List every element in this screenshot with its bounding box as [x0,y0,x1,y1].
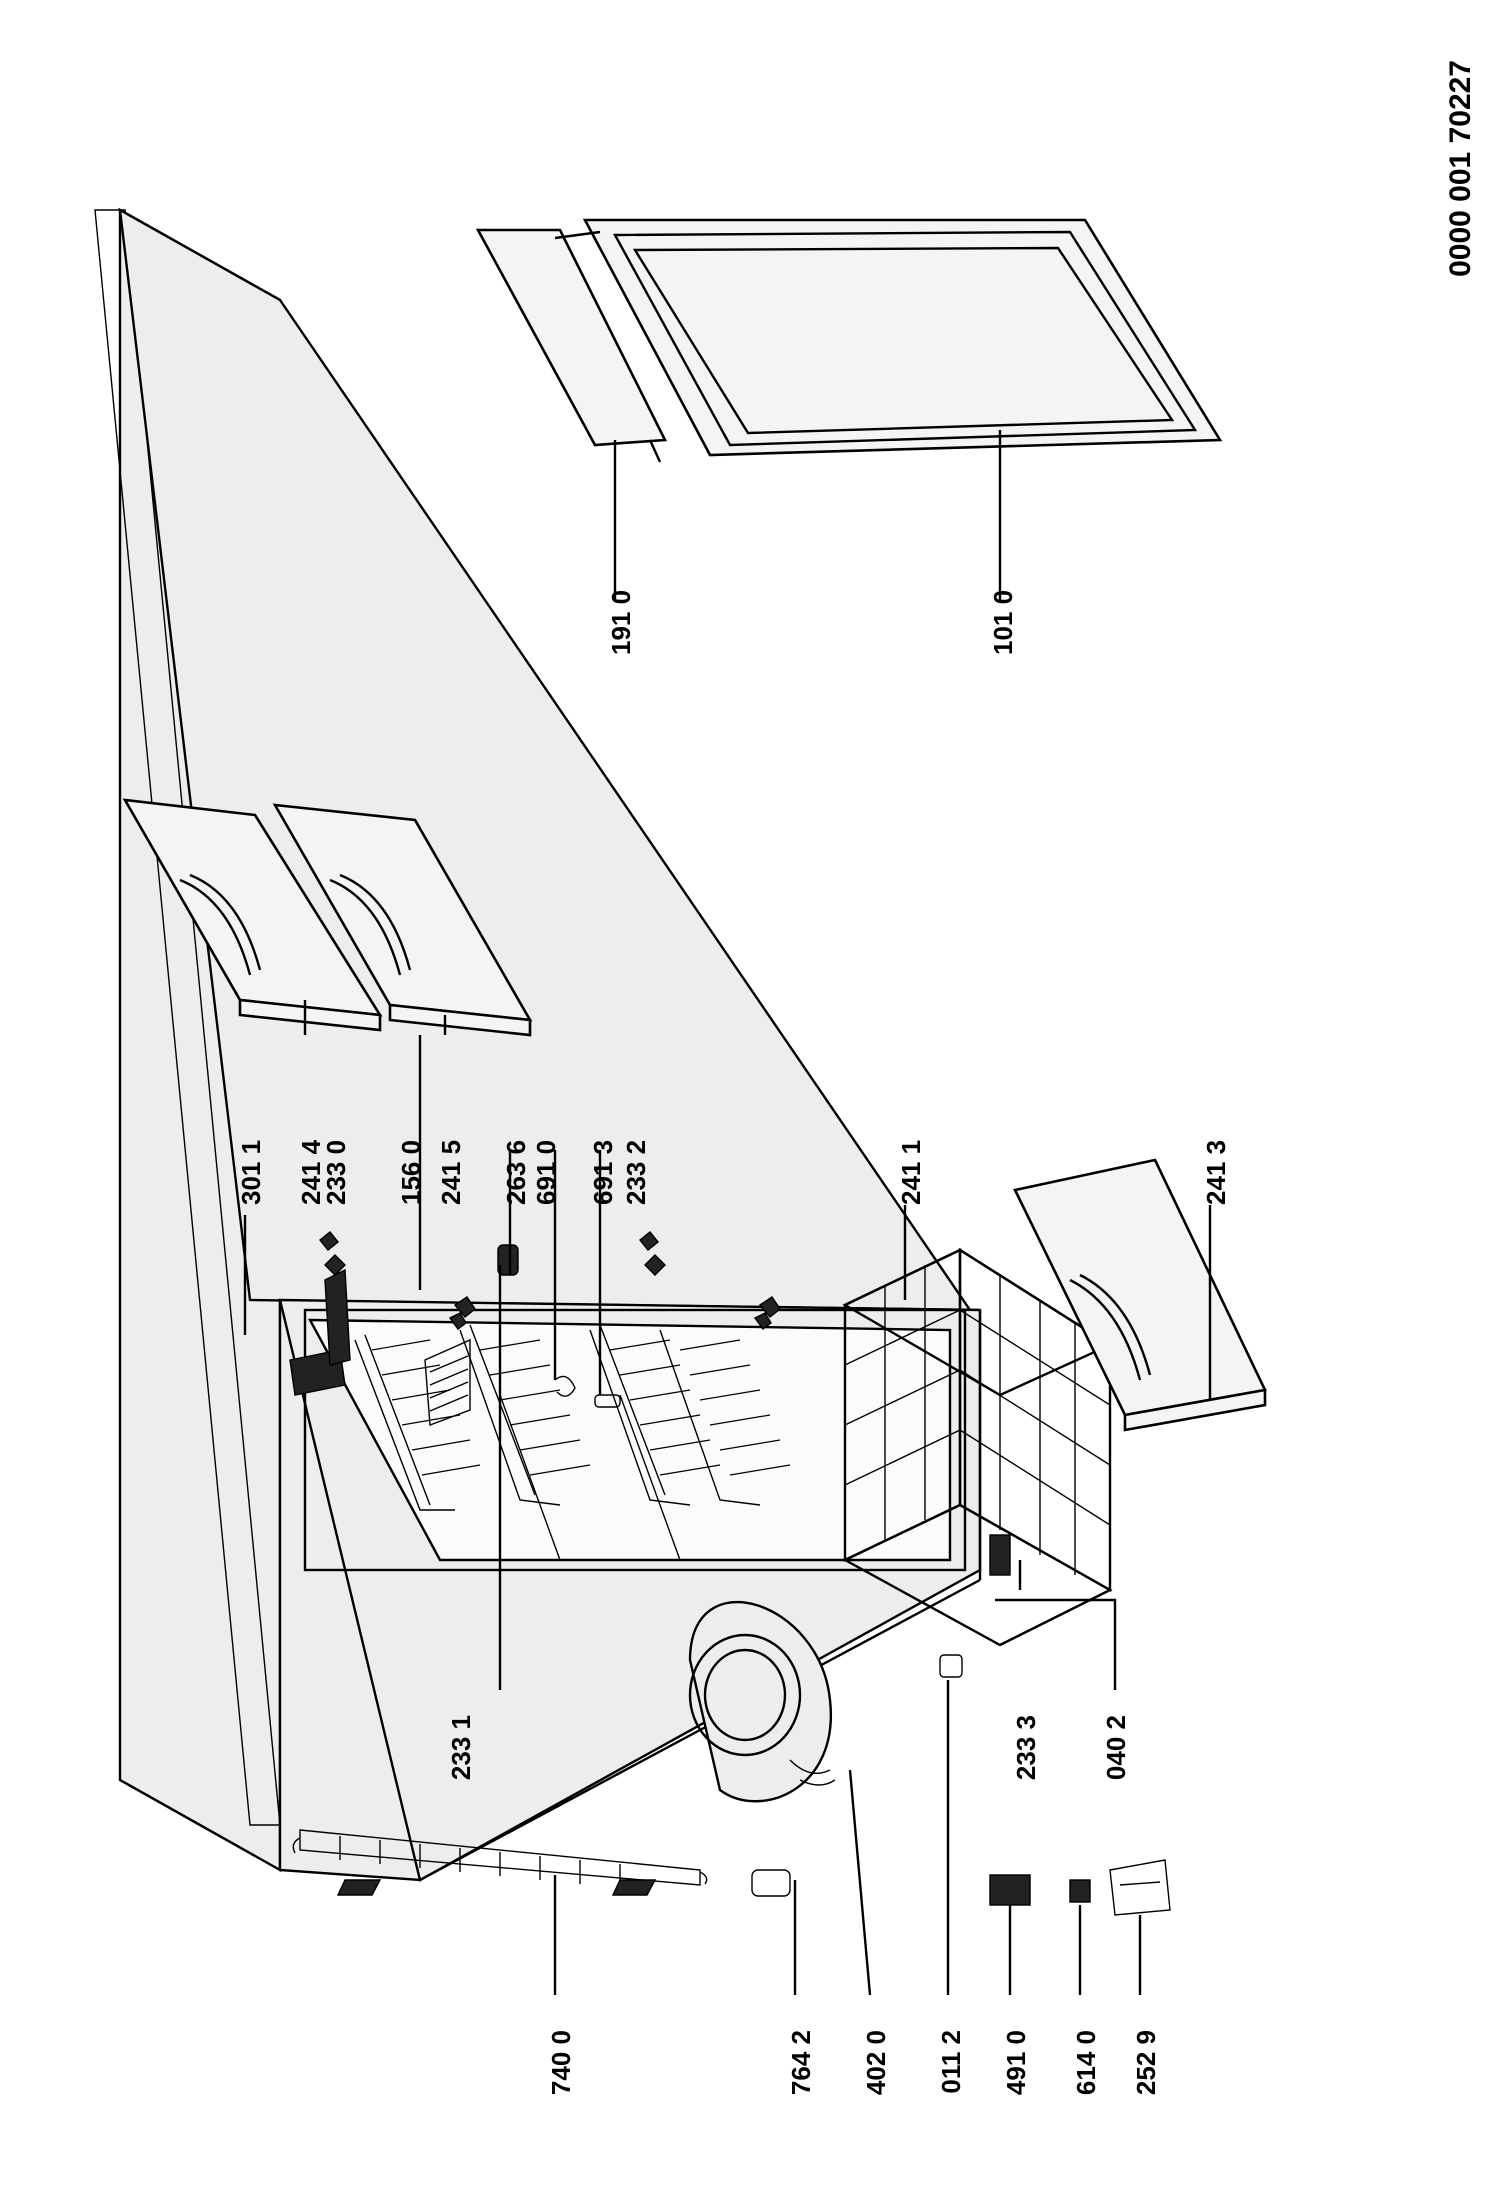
condenser [292,1829,708,1896]
label-691-3: 691 3 [588,1140,618,1205]
hinge-upper-right [319,1231,346,1276]
ice-tray [424,1338,471,1426]
label-491-0: 491 0 [1001,2030,1031,2095]
hinge-pin [497,1244,519,1276]
evaporator-shelves [354,1324,791,1561]
thermostat-housing [324,1268,351,1366]
label-614-0: 614 0 [1071,2030,1101,2095]
freezer-cabinet [94,207,982,1882]
hinge-lower-left [753,1296,781,1330]
hinge-upper-left [448,1296,476,1330]
lamp-holder [554,1375,576,1397]
drawer-front-241-5 [272,803,533,1037]
lamp [594,1394,621,1408]
label-040-2: 040 2 [1101,1715,1131,1780]
label-691-0: 691 0 [531,1140,561,1205]
clamp-252-9 [1109,1859,1171,1916]
label-156-0: 156 0 [396,1140,426,1205]
bracket-040-2 [989,1534,1011,1576]
thermal-protector [1069,1879,1091,1903]
start-relay [751,1869,791,1897]
freezer-door [582,218,1223,457]
label-233-3: 233 3 [1011,1715,1041,1780]
label-101-0: 101 0 [988,590,1018,655]
foot-011-2 [939,1654,963,1678]
cover-491-0 [989,1874,1031,1906]
label-191-0: 191 0 [606,590,636,655]
label-241-5: 241 5 [436,1140,466,1205]
hinge-lower-right [639,1231,666,1276]
label-263-6: 263 6 [501,1140,531,1205]
drawer-front-241-3 [1013,1158,1267,1432]
label-241-4: 241 4 [296,1139,326,1205]
label-233-0: 233 0 [321,1140,351,1205]
label-740-0: 740 0 [546,2030,576,2095]
door-gasket [475,228,668,463]
label-402-0: 402 0 [861,2030,891,2095]
drawer-front-241-4 [122,798,383,1032]
label-233-1: 233 1 [446,1715,476,1780]
label-301-1: 301 1 [236,1140,266,1205]
label-252-9: 252 9 [1131,2030,1161,2095]
wire-basket [842,1247,1113,1647]
label-011-2: 011 2 [936,2030,966,2094]
document-code: 0000 001 70227 [1444,60,1477,277]
label-241-1: 241 1 [896,1140,926,1205]
label-241-3: 241 3 [1201,1140,1231,1205]
label-764-2: 764 2 [786,2030,816,2095]
label-233-2: 233 2 [621,1140,651,1205]
compressor [688,1600,836,1803]
